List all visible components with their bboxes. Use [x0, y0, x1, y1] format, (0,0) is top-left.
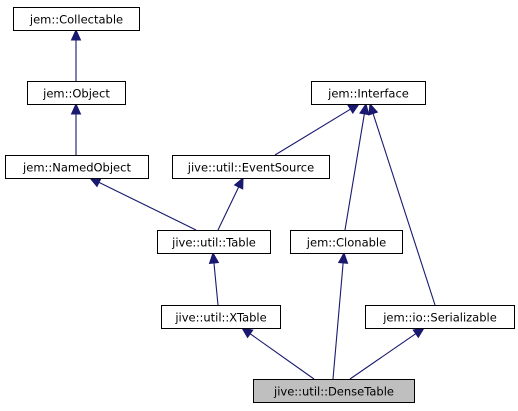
- class-box: [253, 379, 415, 403]
- edge-line: [213, 262, 219, 306]
- edge-line: [98, 181, 197, 231]
- edge-line: [274, 108, 351, 156]
- arrowhead-icon: [359, 102, 370, 116]
- class-label: jem::Clonable: [306, 236, 386, 250]
- edge-serializable-to-interface: [368, 102, 436, 306]
- class-node-collectable[interactable]: jem::Collectable: [13, 7, 140, 31]
- class-box[interactable]: [157, 230, 271, 254]
- class-node-xtable[interactable]: jive::util::XTable: [161, 305, 281, 329]
- edge-clonable-to-interface: [344, 102, 370, 231]
- class-node-namedobject[interactable]: jem::NamedObject: [5, 155, 149, 179]
- class-node-clonable[interactable]: jem::Clonable: [290, 230, 403, 254]
- class-label: jive::util::EventSource: [187, 161, 314, 175]
- edge-densetable-to-serializable: [349, 327, 426, 380]
- edge-line: [217, 186, 240, 231]
- arrowhead-icon: [337, 251, 349, 264]
- class-label: jem::Collectable: [29, 13, 123, 27]
- class-node-eventsource[interactable]: jive::util::EventSource: [172, 155, 330, 179]
- class-node-interface[interactable]: jem::Interface: [311, 81, 426, 105]
- arrowhead-icon: [241, 327, 254, 339]
- arrowhead-icon: [88, 177, 102, 188]
- class-box[interactable]: [27, 81, 126, 105]
- class-label: jive::util::DenseTable: [273, 385, 394, 399]
- arrowhead-icon: [208, 251, 220, 264]
- class-label: jem::Interface: [327, 87, 409, 101]
- class-box[interactable]: [13, 7, 140, 31]
- class-node-object[interactable]: jem::Object: [27, 81, 126, 105]
- edge-object-to-collectable: [70, 28, 82, 81]
- class-box[interactable]: [365, 305, 515, 329]
- edge-line: [249, 333, 315, 380]
- class-label: jem::io::Serializable: [382, 311, 497, 325]
- edge-table-to-namedobject: [88, 177, 197, 231]
- edge-eventsource-to-interface: [274, 103, 361, 156]
- edge-densetable-to-clonable: [332, 251, 349, 380]
- edge-xtable-to-table: [208, 251, 220, 306]
- edge-line: [344, 113, 365, 231]
- arrowhead-icon: [347, 103, 361, 114]
- class-node-serializable[interactable]: jem::io::Serializable: [365, 305, 515, 329]
- edge-line: [332, 262, 344, 380]
- class-box[interactable]: [290, 230, 403, 254]
- edge-namedobject-to-object: [70, 102, 82, 155]
- class-label: jive::util::Table: [171, 236, 256, 250]
- edge-table-to-eventsource: [217, 176, 244, 231]
- arrowhead-icon: [233, 176, 244, 190]
- class-box[interactable]: [172, 155, 330, 179]
- class-box[interactable]: [311, 81, 426, 105]
- class-box[interactable]: [5, 155, 149, 179]
- class-node-table[interactable]: jive::util::Table: [157, 230, 271, 254]
- class-label: jive::util::XTable: [174, 311, 266, 325]
- class-box[interactable]: [161, 305, 281, 329]
- class-node-densetable: jive::util::DenseTable: [253, 379, 415, 403]
- arrowhead-icon: [368, 102, 379, 116]
- edge-line: [349, 333, 417, 380]
- arrowhead-icon: [412, 327, 426, 339]
- class-label: jem::Object: [42, 87, 110, 101]
- arrowhead-icon: [70, 28, 82, 41]
- edge-line: [372, 113, 436, 306]
- arrowhead-icon: [70, 102, 82, 115]
- class-label: jem::NamedObject: [22, 161, 131, 175]
- edge-densetable-to-xtable: [241, 327, 315, 380]
